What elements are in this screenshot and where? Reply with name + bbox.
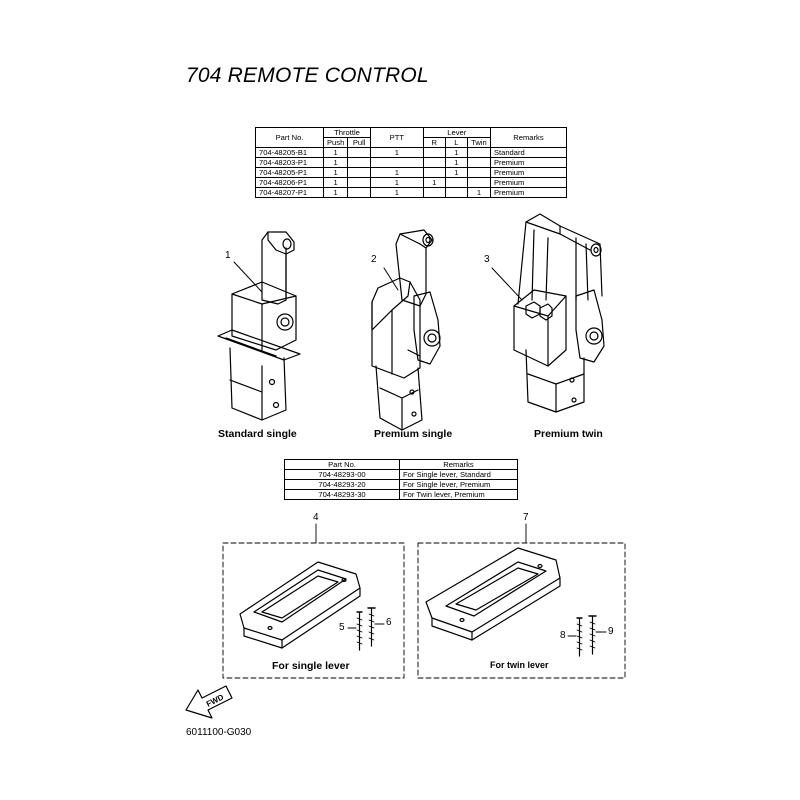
cell-remarks: For Single lever, Premium [399,479,518,490]
cell-r [422,187,446,198]
cell-l [444,187,468,198]
table-row: 704-48207-P1 1 1 1 Premium [255,187,568,198]
callout-8: 8 [560,630,566,641]
caption-premium-single: Premium single [374,428,453,440]
callout-9: 9 [608,626,614,637]
cell-push: 1 [322,187,349,198]
premium-single-remote-control-drawing [371,229,441,431]
screws-5-6-drawing [347,607,385,651]
cell-remarks: Premium [489,187,568,198]
callout-7: 7 [523,512,529,523]
cell-part: 704-48293-30 [284,489,400,500]
caption-standard-single: Standard single [218,428,297,440]
table-row: 704-48293-30 For Twin lever, Premium [284,489,518,500]
bezel-parts-table: Part No. Remarks 704-48293-00 For Single… [284,459,518,500]
table-row: 704-48293-20 For Single lever, Premium [284,479,518,490]
fwd-arrow-icon: FWD [185,685,233,719]
cell-remarks: For Twin lever, Premium [399,489,518,500]
single-lever-kit-box [222,542,405,679]
twin-lever-kit-box [417,542,626,679]
screws-8-9-drawing [567,615,607,657]
header-part-no: Part No. [284,459,400,470]
callout-2: 2 [371,254,377,265]
standard-single-remote-control-drawing [217,231,301,421]
remote-control-parts-table: Part No. Throttle PTT Lever Remarks Push… [255,127,568,198]
single-lever-bezel-drawing [239,561,361,649]
callout-4: 4 [313,512,319,523]
callout-3: 3 [484,254,490,265]
table-row: 704-48293-00 For Single lever, Standard [284,469,518,480]
cell-remarks: For Single lever, Standard [399,469,518,480]
callout-6: 6 [386,617,392,628]
caption-twin-lever: For twin lever [490,660,549,670]
drawing-code: 6011100-G030 [186,727,252,738]
callout-5: 5 [339,622,345,633]
page-title: 704 REMOTE CONTROL [186,64,429,87]
caption-premium-twin: Premium twin [534,428,603,440]
header-remarks: Remarks [399,459,518,470]
premium-twin-remote-control-drawing [491,213,605,413]
twin-lever-bezel-drawing [425,547,561,641]
cell-part: 704-48293-00 [284,469,400,480]
cell-part: 704-48293-20 [284,479,400,490]
caption-single-lever: For single lever [272,660,350,672]
callout-1: 1 [225,250,231,261]
